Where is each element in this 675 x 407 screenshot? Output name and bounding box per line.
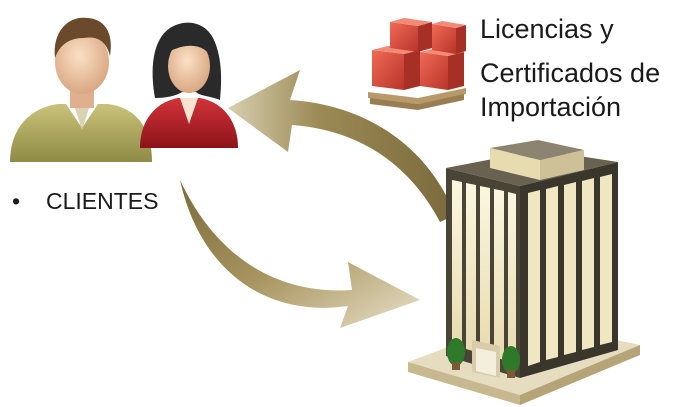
building-windows-left: [452, 180, 516, 364]
boxes-on-pallet-icon: [368, 18, 466, 110]
clients-text: CLIENTES: [46, 188, 159, 214]
licenses-label-line3: Importación: [480, 92, 622, 122]
man-icon: [10, 17, 152, 162]
office-building-icon: [408, 140, 640, 405]
bullet-marker: •: [12, 188, 21, 214]
woman-icon: [140, 22, 238, 148]
request-arrow: [180, 180, 420, 328]
return-arrow: [228, 70, 455, 222]
licenses-label-line1: Licencias y: [480, 14, 614, 44]
building-windows-right: [528, 174, 612, 366]
clients-label: • CLIENTES: [12, 186, 158, 216]
licenses-label-line2: Certificados de: [480, 58, 661, 88]
